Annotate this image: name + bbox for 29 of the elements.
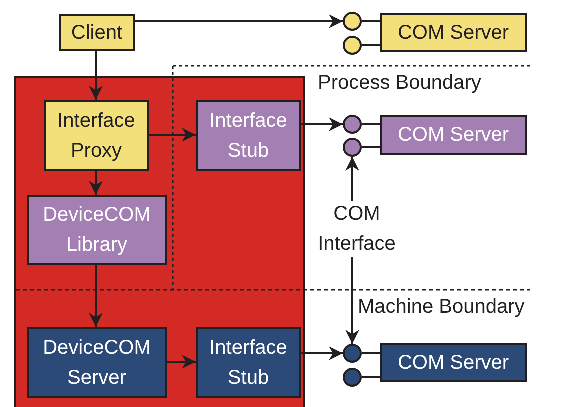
arrow bbox=[167, 355, 196, 369]
arrow bbox=[149, 128, 196, 142]
arrow bbox=[89, 265, 103, 327]
connector-line bbox=[362, 146, 380, 148]
connector-line bbox=[362, 20, 380, 22]
process-box: DeviceCOM Library bbox=[27, 195, 167, 265]
process-box: DeviceCOM Server bbox=[27, 327, 167, 398]
process-box: COM Server bbox=[380, 115, 527, 155]
arrow bbox=[89, 171, 103, 195]
interface-label: COM Interface bbox=[312, 201, 402, 257]
process-box: COM Server bbox=[380, 343, 527, 382]
process-box: Client bbox=[59, 14, 135, 51]
arrow bbox=[135, 14, 343, 28]
connector-line bbox=[362, 44, 380, 46]
process-box: Interface Proxy bbox=[44, 100, 149, 171]
arrow bbox=[346, 157, 360, 201]
process-box: Interface Stub bbox=[196, 327, 301, 398]
process-box: Interface Stub bbox=[196, 100, 301, 171]
connector-line bbox=[362, 376, 380, 378]
container-box bbox=[14, 76, 305, 407]
process-box: COM Server bbox=[380, 13, 527, 52]
boundary-label: Machine Boundary bbox=[358, 295, 525, 320]
arrow bbox=[301, 346, 343, 360]
connector-line bbox=[362, 352, 380, 354]
arrow bbox=[346, 257, 360, 344]
connector-line bbox=[362, 124, 380, 126]
arrow bbox=[89, 51, 103, 100]
arrow bbox=[301, 118, 343, 132]
boundary-label: Process Boundary bbox=[318, 71, 482, 96]
